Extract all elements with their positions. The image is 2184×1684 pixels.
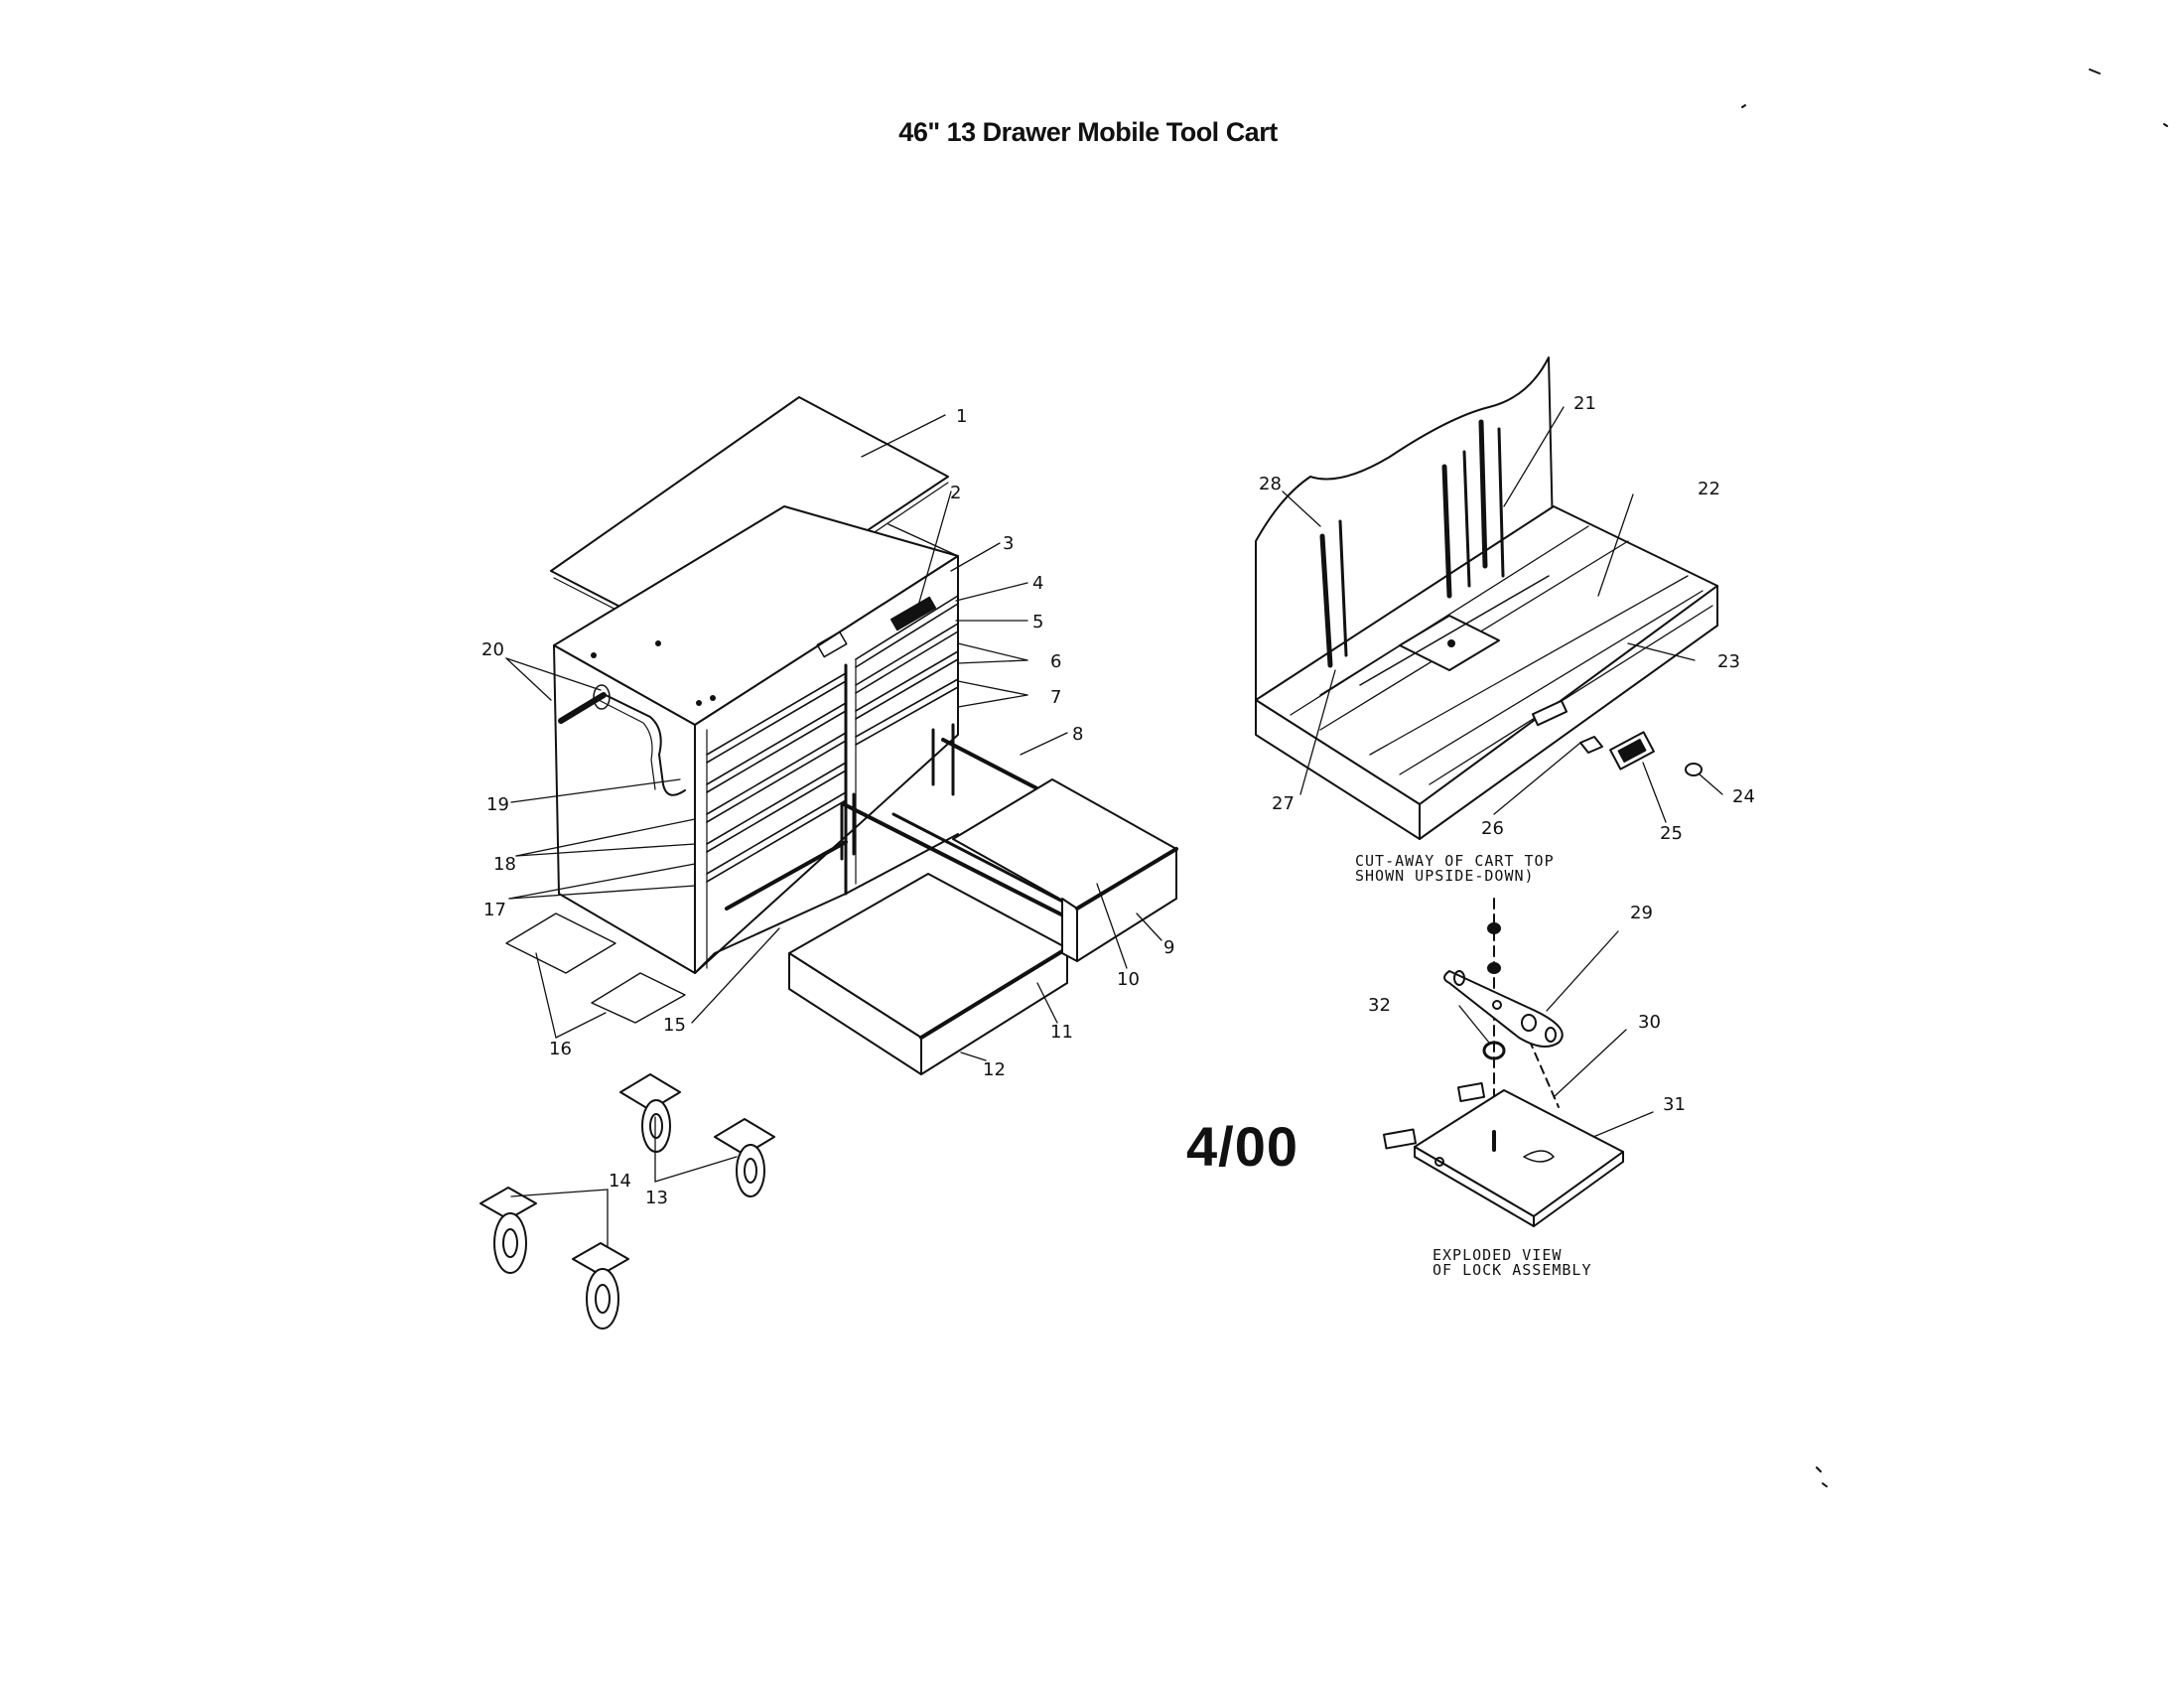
callout-19: 19 — [486, 794, 509, 815]
callout-28: 28 — [1259, 474, 1282, 494]
callout-32: 32 — [1368, 995, 1391, 1016]
cutaway-cart-top-drawing — [1255, 356, 1718, 840]
cutaway-caption-line2: SHOWN UPSIDE-DOWN) — [1355, 867, 1535, 885]
callout-1: 1 — [956, 406, 967, 427]
lock-base-plate — [1414, 1089, 1624, 1217]
cabinet-front — [694, 555, 959, 974]
callout-26: 26 — [1481, 818, 1504, 839]
swivel-caster-b — [714, 1118, 775, 1197]
callout-5: 5 — [1032, 612, 1043, 632]
rigid-caster-b — [572, 1242, 629, 1330]
skid-plate-left — [505, 912, 616, 974]
callout-6: 6 — [1050, 651, 1061, 672]
callout-10: 10 — [1117, 969, 1140, 990]
callout-18: 18 — [493, 854, 516, 875]
callout-30: 30 — [1638, 1012, 1661, 1033]
lock-caption-line2: OF LOCK ASSEMBLY — [1433, 1261, 1592, 1279]
callout-23: 23 — [1717, 651, 1740, 672]
lock-plate — [816, 631, 848, 658]
page-title: 46" 13 Drawer Mobile Tool Cart — [898, 117, 1278, 147]
right-drawer-fronts — [855, 595, 959, 746]
tool-cart-drawing — [505, 396, 1178, 1075]
lock-caption-line1: EXPLODED VIEW — [1433, 1246, 1563, 1264]
callout-24: 24 — [1732, 786, 1755, 807]
date-stamp: 4/00 — [1186, 1115, 1298, 1178]
callout-3: 3 — [1003, 533, 1014, 554]
lock-washer — [1482, 1041, 1506, 1060]
callout-9: 9 — [1163, 937, 1174, 958]
callout-7: 7 — [1050, 687, 1061, 708]
lock-assembly-caption: EXPLODED VIEW OF LOCK ASSEMBLY — [1433, 1248, 1592, 1278]
swivel-caster-a — [619, 1073, 681, 1153]
callout-15: 15 — [663, 1015, 686, 1036]
skid-plate-right — [591, 972, 686, 1024]
callout-25: 25 — [1660, 823, 1683, 844]
callout-16: 16 — [549, 1039, 572, 1059]
callout-17: 17 — [483, 900, 506, 920]
callout-12: 12 — [983, 1059, 1006, 1080]
cutaway-back-panel — [1255, 356, 1555, 701]
callout-labels: 1 2 3 4 5 6 7 8 9 10 11 12 13 14 15 16 1… — [481, 393, 1755, 1208]
side-handle — [605, 694, 686, 796]
callout-4: 4 — [1032, 573, 1043, 594]
left-drawer-fronts — [706, 672, 847, 883]
lock-cam-arm — [1443, 970, 1564, 1048]
lock-assembly-drawing — [1383, 898, 1624, 1227]
callout-20: 20 — [481, 639, 504, 660]
rigid-caster-a — [479, 1187, 537, 1274]
callout-22: 22 — [1698, 479, 1720, 499]
callout-14: 14 — [609, 1171, 631, 1192]
lock-key-nut — [1685, 763, 1703, 776]
cutaway-caption: CUT-AWAY OF CART TOP SHOWN UPSIDE-DOWN) — [1355, 854, 1555, 884]
callout-2: 2 — [950, 483, 961, 503]
callout-8: 8 — [1072, 724, 1083, 745]
callout-13: 13 — [645, 1188, 668, 1208]
cutaway-caption-line1: CUT-AWAY OF CART TOP — [1355, 852, 1555, 870]
callout-31: 31 — [1663, 1094, 1686, 1115]
casters — [479, 1073, 775, 1330]
nameplate — [889, 596, 937, 632]
scan-specks — [1741, 69, 2168, 1487]
callout-21: 21 — [1573, 393, 1596, 414]
callout-27: 27 — [1272, 793, 1295, 814]
leader-lines — [505, 406, 1723, 1247]
callout-29: 29 — [1630, 903, 1653, 923]
callout-11: 11 — [1050, 1022, 1073, 1043]
